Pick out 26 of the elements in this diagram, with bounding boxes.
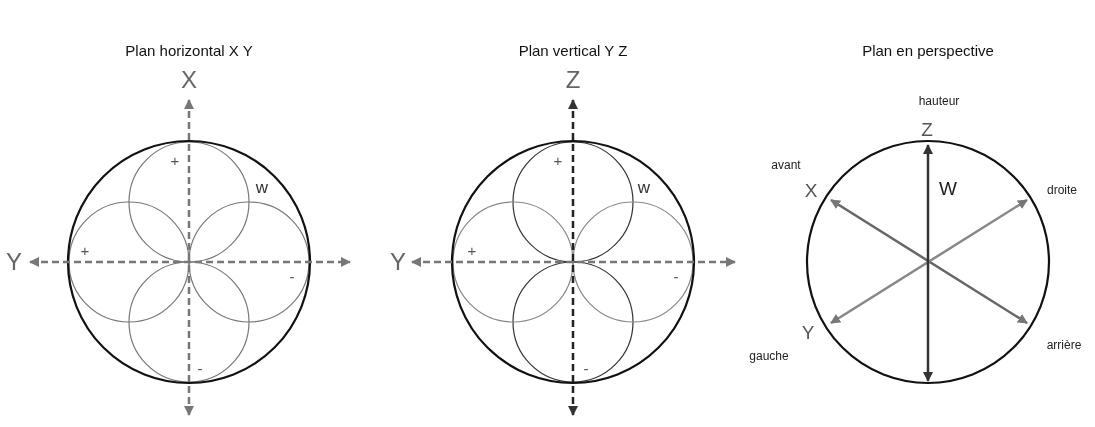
pattern-label: W [939, 178, 957, 198]
direction-label: arrière [1046, 339, 1082, 351]
sign-label: - [289, 268, 295, 284]
axis-label: Z [565, 68, 581, 92]
sign-label: + [170, 152, 180, 168]
sign-label: + [467, 242, 477, 258]
sign-label: - [583, 360, 589, 376]
direction-label: hauteur [918, 95, 960, 107]
pattern-label: w [255, 178, 269, 196]
sign-label: - [673, 268, 679, 284]
axis-label: Y [390, 250, 406, 274]
sign-label: + [553, 152, 563, 168]
panel-title: Plan horizontal X Y [125, 42, 253, 58]
direction-label: gauche [749, 350, 789, 362]
panel-title: Plan vertical Y Z [518, 42, 628, 58]
pattern-label: w [637, 178, 651, 196]
direction-label: droite [1047, 184, 1077, 196]
axis-label: X [181, 68, 197, 92]
axis-label: Y [6, 250, 22, 274]
sign-label: - [197, 360, 203, 376]
panel-title: Plan en perspective [862, 42, 994, 58]
axis-label: Y [801, 322, 815, 342]
axis-label: X [804, 180, 818, 200]
axis-label: Z [921, 119, 933, 139]
sign-label: + [80, 242, 90, 258]
direction-label: avant [771, 159, 801, 171]
